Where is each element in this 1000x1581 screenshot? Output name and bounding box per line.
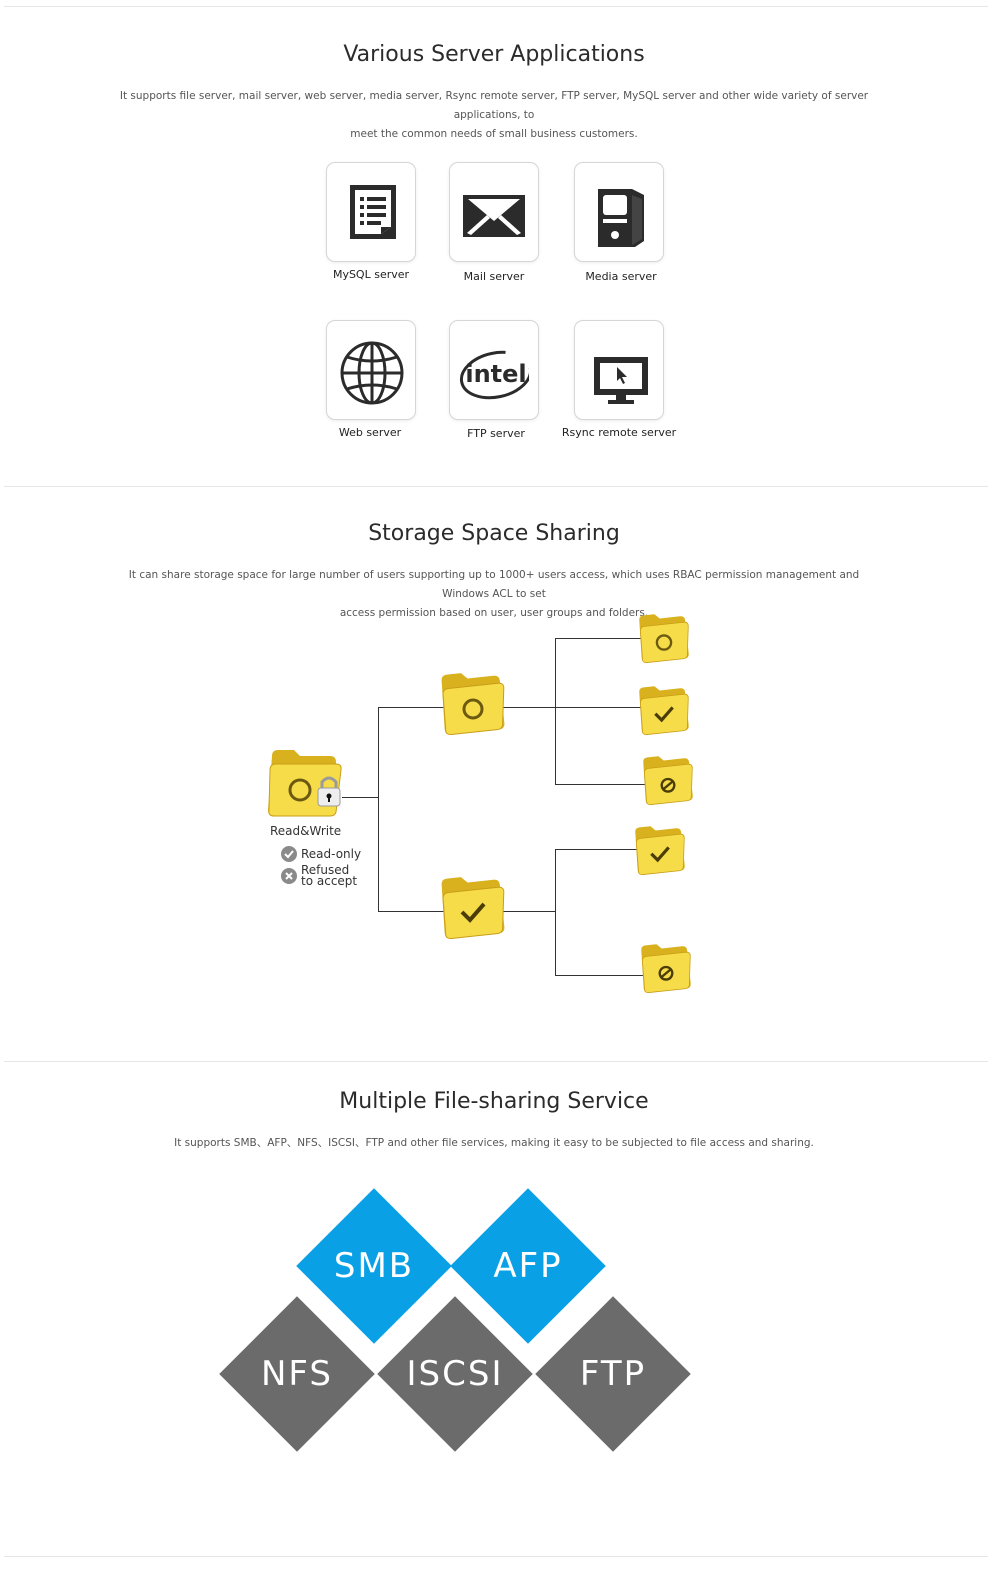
tower-pc-icon xyxy=(598,189,644,247)
document-list-icon xyxy=(350,185,396,239)
tree-line-root-vertical xyxy=(378,707,379,912)
apps-section-description: It supports file server, mail server, we… xyxy=(110,87,878,144)
media-server-label: Media server xyxy=(585,270,657,283)
refused-cross-icon xyxy=(281,868,297,884)
envelope-icon xyxy=(463,195,525,237)
ftp-tile: FTP xyxy=(535,1296,691,1452)
nfs-tile: NFS xyxy=(219,1296,375,1452)
afp-tile: AFP xyxy=(450,1188,606,1344)
lower-branch-folder-icon xyxy=(441,877,505,940)
ftp-label: FTP xyxy=(579,1354,647,1394)
tree-line-lower-vertical xyxy=(555,849,556,975)
leaf-folder-refused-2-icon xyxy=(641,944,691,994)
intel-logo-icon: intel xyxy=(459,350,529,400)
tree-line-upper-out xyxy=(500,707,644,708)
smb-tile: SMB xyxy=(296,1188,452,1344)
apps-section-title: Various Server Applications xyxy=(343,42,645,67)
iscsi-label: ISCSI xyxy=(406,1354,504,1394)
sharing-description-line-2: access permission based on user, user gr… xyxy=(339,607,649,619)
apps-description-line-2: meet the common needs of small business … xyxy=(350,128,638,140)
mysql-server-card[interactable] xyxy=(326,162,416,262)
legend-refused-line-1: Refused xyxy=(301,863,350,877)
root-folder-icon xyxy=(268,750,342,817)
sharing-section-title: Storage Space Sharing xyxy=(368,521,620,546)
ftp-server-label: FTP server xyxy=(467,427,525,440)
leaf-folder-read-only-2-icon xyxy=(635,826,685,876)
divider-storage xyxy=(4,486,988,487)
globe-icon xyxy=(340,341,404,405)
web-server-card[interactable] xyxy=(326,320,416,420)
leaf-folder-read-only-icon xyxy=(639,686,689,736)
tree-line-lower-top xyxy=(555,849,640,850)
leaf-folder-read-write-icon xyxy=(639,614,689,664)
afp-label: AFP xyxy=(493,1246,563,1286)
sharing-description-line-1: It can share storage space for large num… xyxy=(128,569,860,600)
divider-protocols xyxy=(4,1061,988,1062)
web-server-label: Web server xyxy=(338,426,402,439)
rsync-remote-server-card[interactable] xyxy=(574,320,664,420)
protocols-section-description: It supports SMB、AFP、NFS、ISCSI、FTP and ot… xyxy=(174,1137,814,1149)
tree-line-upper-bottom xyxy=(555,784,647,785)
tree-line-lower-bottom xyxy=(555,975,645,976)
iscsi-tile: ISCSI xyxy=(377,1296,533,1452)
legend-refused-line-2: to accept xyxy=(301,874,358,888)
intel-logo-text: intel xyxy=(465,360,526,388)
leaf-folder-refused-icon xyxy=(643,756,693,806)
bottom-divider xyxy=(4,1556,988,1557)
read-only-check-icon xyxy=(281,846,297,862)
smb-label: SMB xyxy=(333,1246,415,1286)
protocols-section-title: Multiple File-sharing Service xyxy=(339,1089,649,1114)
tree-line-to-lower xyxy=(378,911,444,912)
tree-line-upper-vertical xyxy=(555,638,556,784)
nfs-label: NFS xyxy=(261,1354,333,1394)
legend-read-only: Read-only xyxy=(301,847,362,861)
tree-line-root xyxy=(342,797,378,798)
tree-line-upper-top xyxy=(555,638,643,639)
tree-line-to-upper xyxy=(378,707,444,708)
tree-line-lower-out xyxy=(500,911,555,912)
legend-read-write: Read&Write xyxy=(270,824,342,838)
media-server-card[interactable] xyxy=(574,162,664,262)
apps-description-line-1: It supports file server, mail server, we… xyxy=(119,90,869,121)
mail-server-label: Mail server xyxy=(463,270,525,283)
mysql-server-label: MySQL server xyxy=(332,268,410,281)
monitor-cursor-icon xyxy=(594,357,648,404)
upper-branch-folder-icon xyxy=(441,673,505,736)
ftp-server-card[interactable]: intel xyxy=(449,320,539,420)
rsync-remote-server-label: Rsync remote server xyxy=(561,426,677,439)
sharing-section-description: It can share storage space for large num… xyxy=(110,566,878,623)
mail-server-card[interactable] xyxy=(449,162,539,262)
top-divider xyxy=(4,6,988,7)
